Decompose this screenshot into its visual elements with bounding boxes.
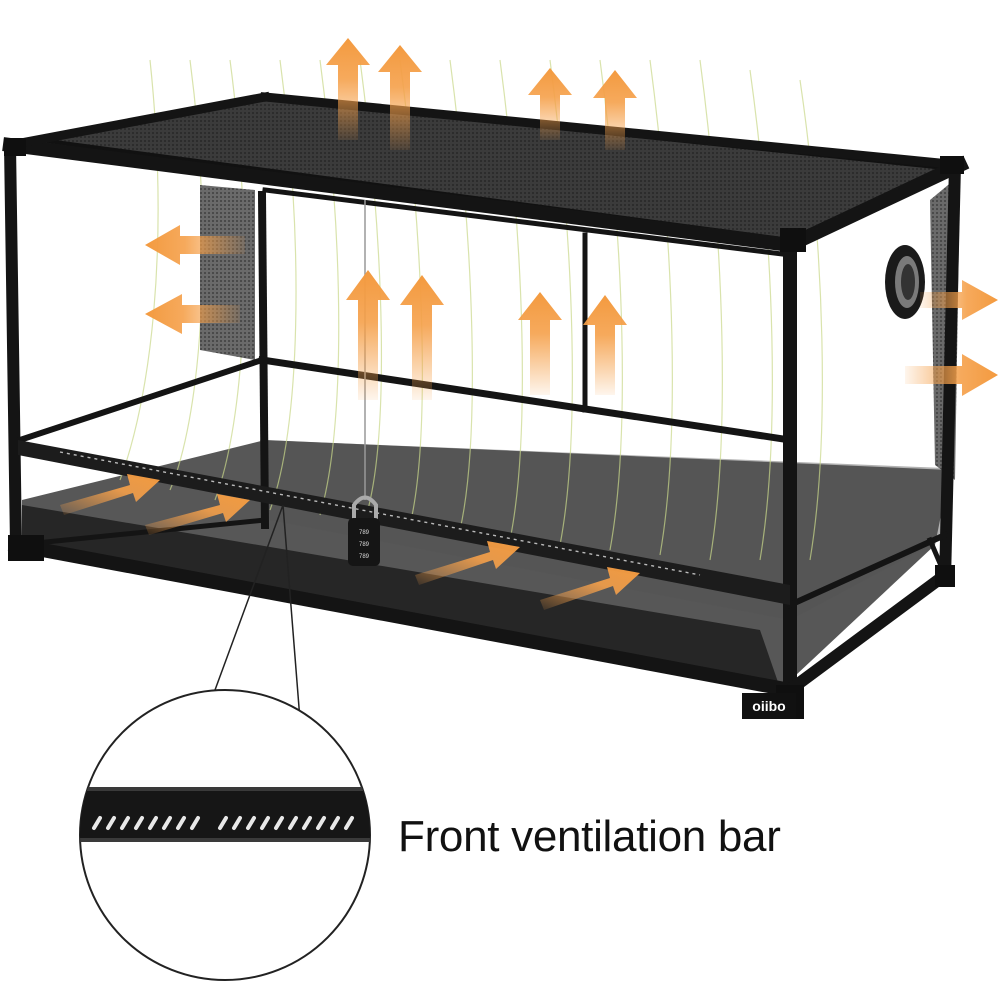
lock-digit-row: 789 bbox=[359, 554, 370, 560]
floor-panel bbox=[22, 440, 950, 690]
lock-digit-row: 789 bbox=[359, 530, 370, 536]
right-arrows bbox=[905, 280, 998, 396]
side-mesh-left bbox=[200, 185, 255, 360]
lock-digit-row: 789 bbox=[359, 542, 370, 548]
up-arrows bbox=[326, 38, 637, 400]
brand-logo-label: oiibo bbox=[742, 693, 796, 719]
vent-slot-marks bbox=[92, 816, 354, 830]
cable-port bbox=[885, 245, 925, 319]
combination-lock: 789 789 789 bbox=[348, 495, 380, 566]
feature-caption: Front ventilation bar bbox=[398, 812, 781, 861]
callout-lines bbox=[214, 504, 301, 721]
zoom-detail bbox=[79, 689, 371, 981]
front-ventilation-bar bbox=[18, 440, 790, 605]
left-arrows bbox=[145, 225, 245, 334]
intake-arrows bbox=[60, 474, 640, 610]
